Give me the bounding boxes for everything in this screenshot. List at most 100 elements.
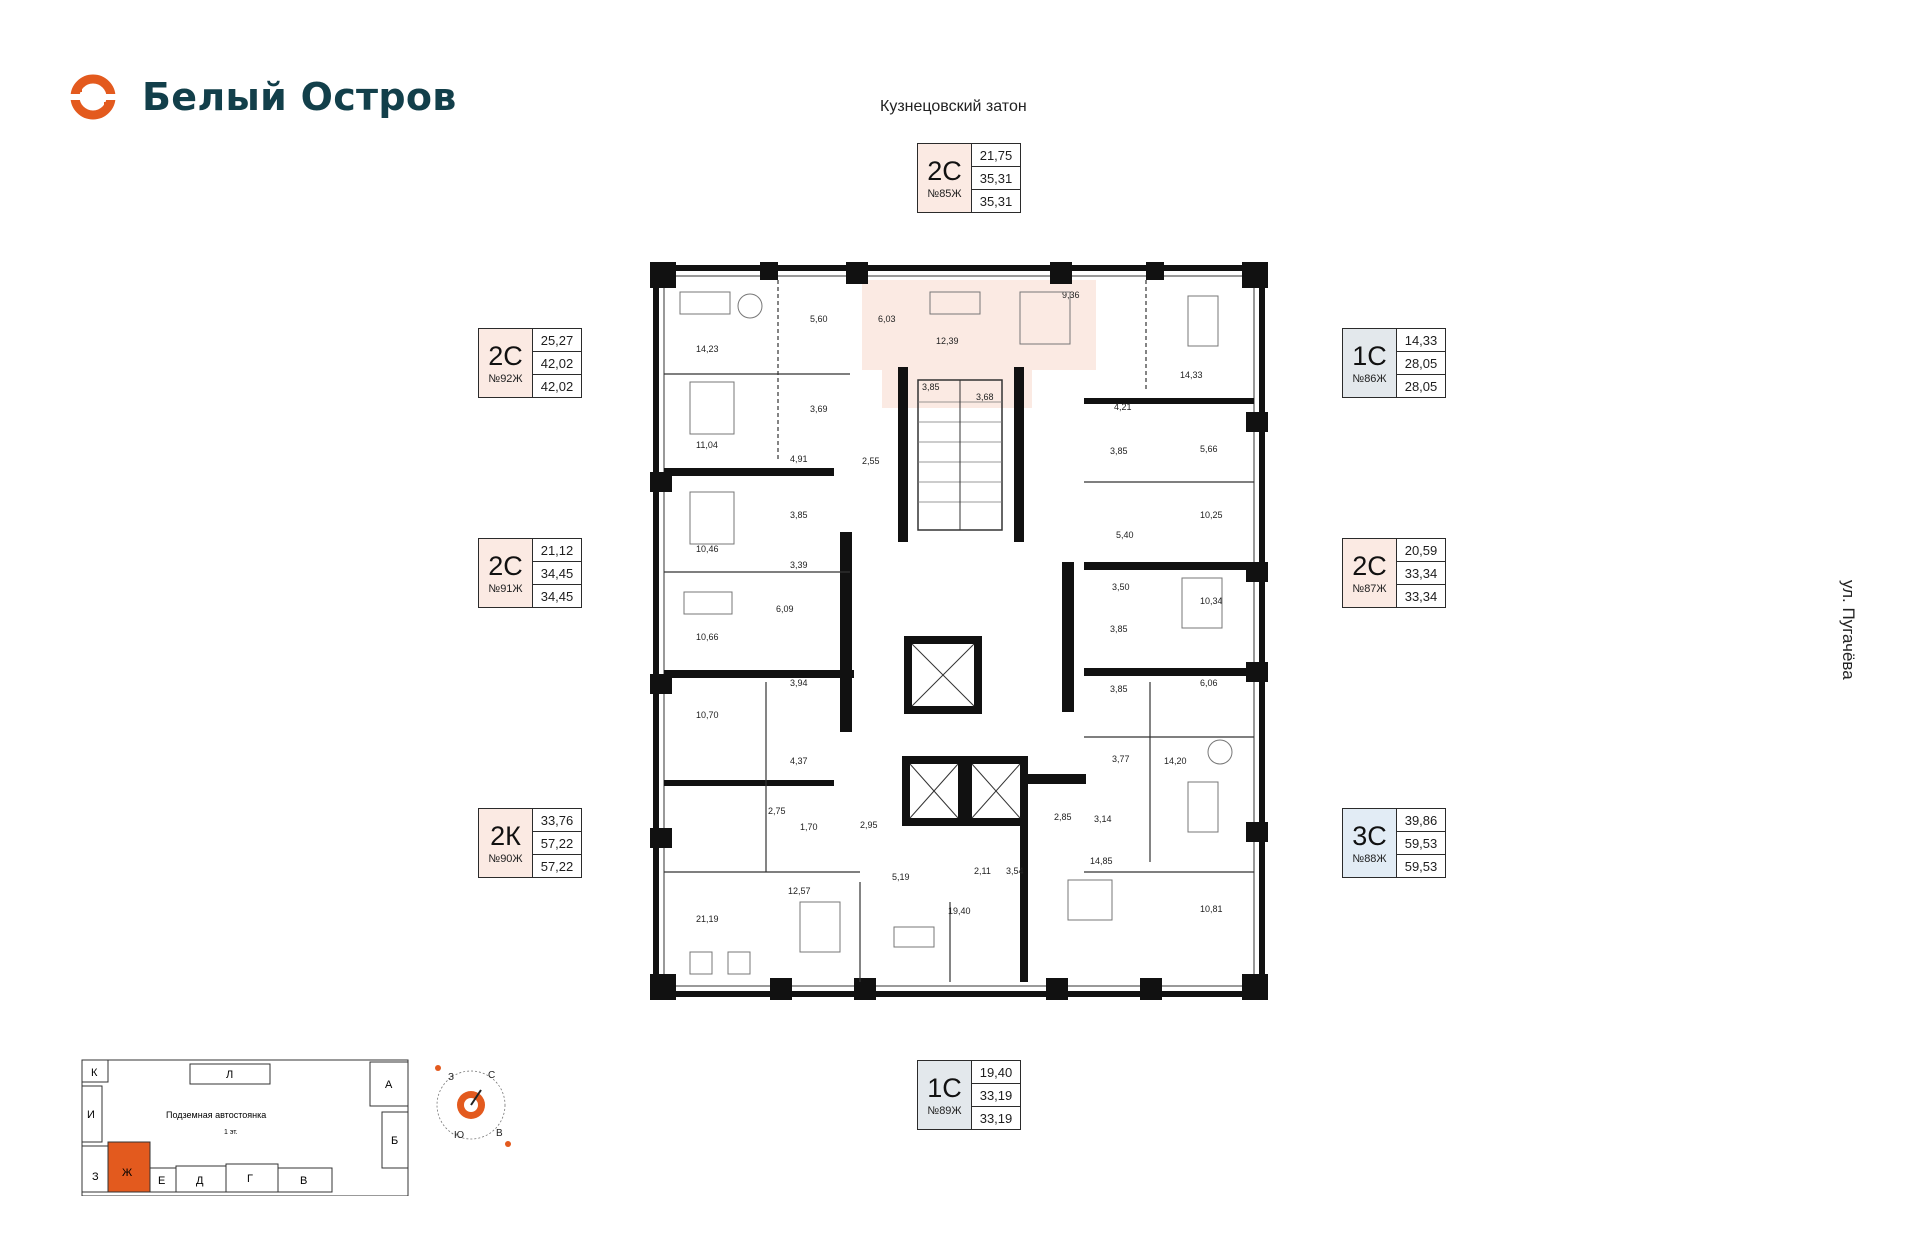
- column: [1140, 978, 1162, 1000]
- floor-plan-drawing: 14,23 5,60 6,03 12,39 9,36 14,33 11,04 3…: [650, 262, 1268, 1000]
- apartment-areas: 19,40 33,19 33,19: [972, 1061, 1020, 1129]
- room-area: 3,85: [1110, 684, 1128, 694]
- apartment-card-89[interactable]: 1С №89Ж 19,40 33,19 33,19: [917, 1060, 1021, 1130]
- site-section-z[interactable]: [81, 1145, 113, 1193]
- apartment-card-87[interactable]: 2С №87Ж 20,59 33,34 33,34: [1342, 538, 1446, 608]
- apartment-type: 2С: [488, 551, 523, 581]
- room-area: 10,25: [1200, 510, 1223, 520]
- column: [650, 262, 676, 288]
- apartment-areas: 21,12 34,45 34,45: [533, 539, 581, 607]
- site-section-v[interactable]: [277, 1167, 333, 1193]
- site-section-l[interactable]: [189, 1063, 271, 1085]
- site-section-a[interactable]: [369, 1061, 409, 1107]
- apartment-card-type-block: 2С №91Ж: [479, 539, 533, 607]
- column: [650, 472, 672, 492]
- living-area: 20,59: [1397, 539, 1445, 562]
- total-area: 34,45: [533, 562, 581, 585]
- brand-logo[interactable]: Белый Остров: [66, 70, 457, 124]
- site-section-b[interactable]: [381, 1111, 409, 1169]
- apartment-card-type-block: 2С №87Ж: [1343, 539, 1397, 607]
- room-area: 5,19: [892, 872, 910, 882]
- site-section-i[interactable]: [81, 1085, 103, 1143]
- dining-table-icon: [737, 293, 763, 319]
- compass-n: С: [488, 1070, 495, 1081]
- room-area: 6,06: [1200, 678, 1218, 688]
- apartment-card-88[interactable]: 3С №88Ж 39,86 59,53 59,53: [1342, 808, 1446, 878]
- column: [770, 978, 792, 1000]
- apartment-card-type-block: 2С №85Ж: [918, 144, 972, 212]
- room-area: 14,23: [696, 344, 719, 354]
- column: [650, 974, 676, 1000]
- room-area: 10,81: [1200, 904, 1223, 914]
- room-area: 5,60: [810, 314, 828, 324]
- column: [1242, 974, 1268, 1000]
- sofa-icon: [1187, 295, 1219, 347]
- room-area: 1,70: [800, 822, 818, 832]
- apartment-card-92[interactable]: 2С №92Ж 25,27 42,02 42,02: [478, 328, 582, 398]
- wall: [1084, 562, 1254, 570]
- room-area: 4,21: [1114, 402, 1132, 412]
- compass-s: Ю: [454, 1130, 464, 1141]
- column: [1046, 978, 1068, 1000]
- bed-icon: [1019, 291, 1071, 345]
- core-wall-right: [1062, 562, 1074, 712]
- armchair-icon: [727, 951, 751, 975]
- apartment-card-91[interactable]: 2С №91Ж 21,12 34,45 34,45: [478, 538, 582, 608]
- sofa-icon: [683, 591, 733, 615]
- site-section-g[interactable]: [225, 1163, 279, 1193]
- room-area: 12,57: [788, 886, 811, 896]
- site-section-label: Б: [391, 1135, 398, 1147]
- compass-needle: [470, 1089, 482, 1106]
- living-area: 21,12: [533, 539, 581, 562]
- site-section-label: В: [300, 1175, 307, 1187]
- bed-icon: [689, 491, 735, 545]
- apartment-areas: 21,75 35,31 35,31: [972, 144, 1020, 212]
- elevator-shaft: [964, 756, 1028, 826]
- wall: [664, 670, 854, 678]
- room-area: 3,14: [1094, 814, 1112, 824]
- room-area: 4,37: [790, 756, 808, 766]
- street-label-top: Кузнецовский затон: [880, 98, 1027, 115]
- site-section-zh-active[interactable]: [107, 1141, 151, 1193]
- armchair-icon: [689, 951, 713, 975]
- room-area: 12,39: [936, 336, 959, 346]
- total-area: 57,22: [533, 832, 581, 855]
- room-area: 19,40: [948, 906, 971, 916]
- total-area: 42,02: [533, 352, 581, 375]
- site-section-label: И: [87, 1109, 95, 1121]
- apartment-card-90[interactable]: 2К №90Ж 33,76 57,22 57,22: [478, 808, 582, 878]
- core-wall-left: [840, 532, 852, 732]
- site-section-label: Д: [196, 1175, 204, 1187]
- room-area: 3,85: [922, 382, 940, 392]
- compass-ring: [436, 1070, 506, 1140]
- apartment-areas: 33,76 57,22 57,22: [533, 809, 581, 877]
- room-area: 10,66: [696, 632, 719, 642]
- column: [760, 262, 778, 280]
- site-section-d[interactable]: [175, 1165, 227, 1193]
- apartment-card-85[interactable]: 2С №85Ж 21,75 35,31 35,31: [917, 143, 1021, 213]
- room-area: 11,04: [696, 440, 718, 450]
- room-area: 14,20: [1164, 756, 1187, 766]
- elevator-shaft: [904, 636, 982, 714]
- apartment-card-86[interactable]: 1С №86Ж 14,33 28,05 28,05: [1342, 328, 1446, 398]
- apartment-number: №92Ж: [488, 373, 523, 385]
- room-area: 10,34: [1200, 596, 1223, 606]
- apartment-number: №87Ж: [1352, 583, 1387, 595]
- site-section-label: Г: [247, 1173, 253, 1185]
- apartment-type: 2С: [927, 156, 962, 186]
- site-section-e[interactable]: [149, 1167, 177, 1193]
- site-section-label: Е: [158, 1175, 165, 1187]
- elevator-cross: [911, 643, 975, 707]
- apartment-areas: 20,59 33,34 33,34: [1397, 539, 1445, 607]
- bed-icon: [1067, 879, 1113, 921]
- room-area: 2,85: [1054, 812, 1072, 822]
- site-section-k[interactable]: [81, 1059, 109, 1083]
- apartment-type: 2С: [1352, 551, 1387, 581]
- room-area: 14,85: [1090, 856, 1113, 866]
- column: [1246, 412, 1268, 432]
- room-area: 5,40: [1116, 530, 1134, 540]
- highlight-apartment-85[interactable]: [862, 280, 1096, 370]
- total-area: 33,19: [972, 1084, 1020, 1107]
- apartment-type: 1С: [1352, 341, 1387, 371]
- total-area: 35,31: [972, 167, 1020, 190]
